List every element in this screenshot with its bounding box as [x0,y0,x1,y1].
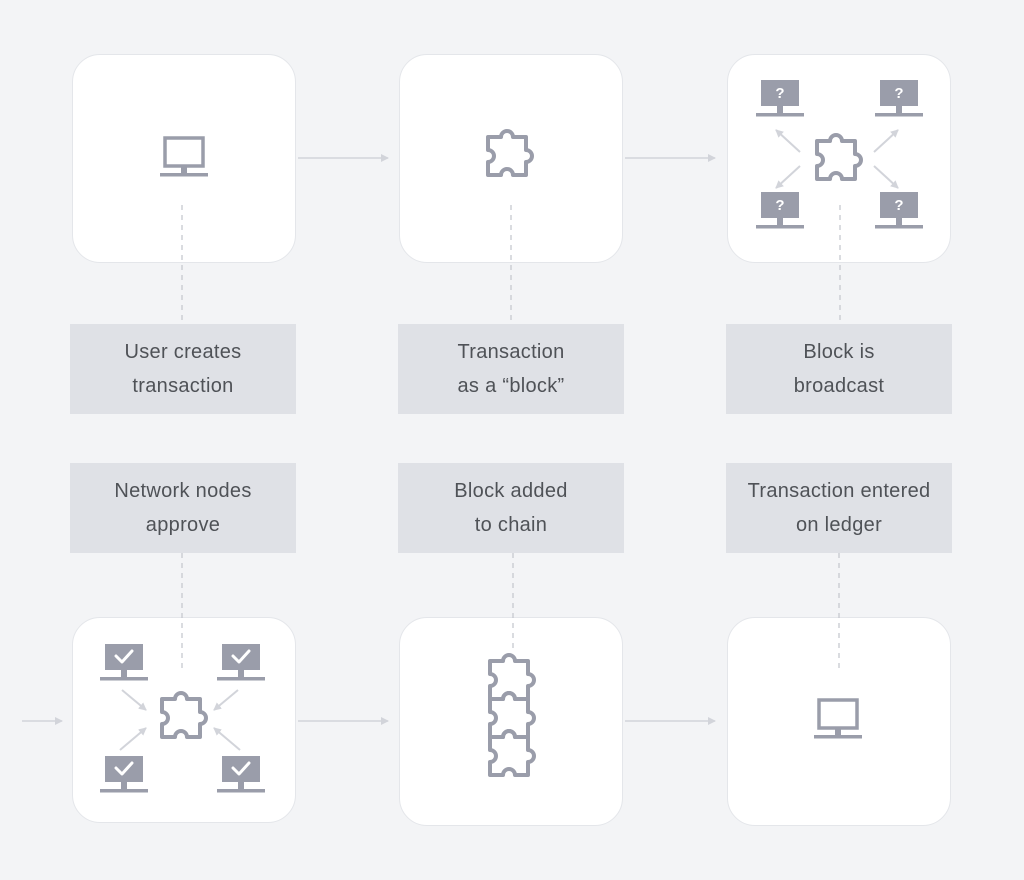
step-1-label: User creates transaction [70,324,296,414]
step-6-label: Transaction entered on ledger [726,463,952,553]
approved-node-icon [217,756,265,793]
unknown-node-mark: ? [894,85,903,102]
step-2-label-text: Transaction as a “block” [457,341,565,397]
step-4-label-text: Network nodes approve [114,480,252,536]
puzzle-piece-icon [486,129,534,177]
puzzle-piece-icon [488,729,536,777]
unknown-node-mark: ? [775,85,784,102]
step-1-label-text: User creates transaction [124,341,242,397]
puzzle-chain-icon [488,653,536,777]
puzzle-piece-icon [160,691,208,739]
approved-node-icon [217,644,265,681]
step-4-label: Network nodes approve [70,463,296,553]
approved-node-icon [100,644,148,681]
unknown-node-icon: ? [875,192,923,229]
step-5-label-text: Block added to chain [454,480,568,536]
computer-icon [812,698,864,741]
unknown-node-icon: ? [875,80,923,117]
step-2-label: Transaction as a “block” [398,324,624,414]
unknown-node-mark: ? [775,197,784,214]
step-1-card [72,54,296,263]
unknown-node-icon: ? [756,80,804,117]
approve-network-icon [100,644,265,793]
approve-arrows [119,689,241,751]
step-3-label-text: Block is broadcast [793,341,885,397]
step-6-label-text: Transaction entered on ledger [747,480,931,536]
puzzle-piece-icon [815,133,863,181]
dashed-connectors [181,205,841,672]
broadcast-arrows [775,129,899,189]
unknown-node-mark: ? [894,197,903,214]
unknown-node-icon: ? [756,192,804,229]
step-5-card [399,617,623,826]
approved-node-icon [100,756,148,793]
step-5-label: Block added to chain [398,463,624,553]
computer-icon [158,136,210,179]
step-3-label: Block is broadcast [726,324,952,414]
step-6-card [727,617,951,826]
broadcast-network-icon: ? ? ? ? [756,80,923,229]
